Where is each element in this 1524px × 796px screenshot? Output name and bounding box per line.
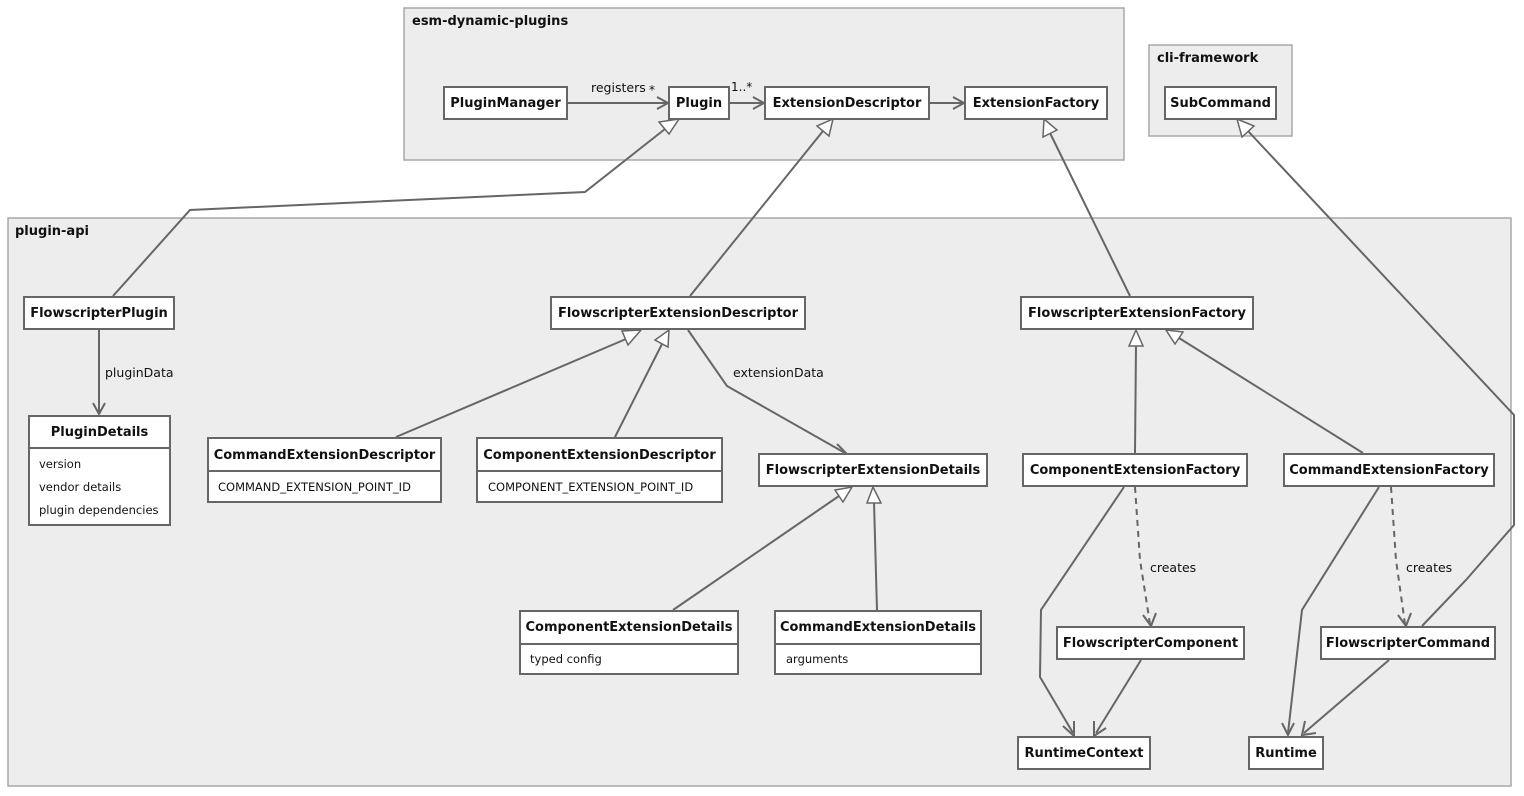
class-command-extension-factory: CommandExtensionFactory <box>1283 453 1495 487</box>
edge-inherit-extension-factory <box>1042 117 1131 297</box>
edge-inherit-plugin <box>112 118 681 297</box>
class-component-extension-details: ComponentExtensionDetails typed config <box>519 610 739 675</box>
class-flowscripter-plugin: FlowscripterPlugin <box>23 296 175 330</box>
package-label: plugin-api <box>15 224 89 239</box>
class-runtime-context: RuntimeContext <box>1017 736 1151 770</box>
class-name: ComponentExtensionFactory <box>1030 463 1241 478</box>
edges: registers * 1..* <box>92 80 1515 739</box>
edge-inherit-extension-descriptor <box>689 117 835 297</box>
class-name: Plugin <box>676 96 722 111</box>
class-flowscripter-component: FlowscripterComponent <box>1056 626 1245 660</box>
edge-inherit-component-descriptor <box>614 328 670 438</box>
class-name: ExtensionDescriptor <box>773 96 922 111</box>
class-command-extension-descriptor: CommandExtensionDescriptor COMMAND_EXTEN… <box>207 437 442 503</box>
class-flowscripter-extension-factory: FlowscripterExtensionFactory <box>1020 296 1254 330</box>
edge-label-creates: creates <box>1150 560 1196 575</box>
class-name: CommandExtensionDescriptor <box>214 448 436 463</box>
class-attribute: typed config <box>530 652 602 666</box>
class-name: CommandExtensionFactory <box>1289 463 1489 478</box>
class-extension-descriptor: ExtensionDescriptor <box>764 86 930 120</box>
class-name: SubCommand <box>1170 96 1271 111</box>
multiplicity-label: * <box>649 83 655 97</box>
class-name: ComponentExtensionDetails <box>526 620 733 635</box>
package-label: cli-framework <box>1157 51 1259 66</box>
class-name: ExtensionFactory <box>973 96 1100 111</box>
edge-inherit-component-details <box>672 485 854 611</box>
class-sub-command: SubCommand <box>1164 86 1277 120</box>
class-plugin: Plugin <box>668 86 730 120</box>
package-esm-dynamic-plugins: esm-dynamic-plugins <box>403 7 1125 161</box>
class-extension-factory: ExtensionFactory <box>964 86 1108 120</box>
class-component-extension-factory: ComponentExtensionFactory <box>1022 453 1248 487</box>
class-flowscripter-command: FlowscripterCommand <box>1320 626 1496 660</box>
class-name: FlowscripterExtensionFactory <box>1028 306 1246 321</box>
edge-inherit-component-factory <box>1127 328 1145 454</box>
class-name: FlowscripterExtensionDescriptor <box>558 306 799 321</box>
class-name: Runtime <box>1255 746 1317 761</box>
class-attribute: plugin dependencies <box>39 503 159 517</box>
edge-label-extension-data: extensionData <box>733 365 824 380</box>
edge-command-runtime <box>1300 659 1390 737</box>
class-plugin-details: PluginDetails version vendor details plu… <box>28 415 171 526</box>
class-attribute: COMMAND_EXTENSION_POINT_ID <box>218 480 411 494</box>
edge-label-plugin-data: pluginData <box>105 365 174 380</box>
class-component-extension-descriptor: ComponentExtensionDescriptor COMPONENT_E… <box>476 437 723 503</box>
class-name: CommandExtensionDetails <box>780 620 976 635</box>
package-label: esm-dynamic-plugins <box>412 14 568 29</box>
class-plugin-manager: PluginManager <box>443 86 568 120</box>
class-name: RuntimeContext <box>1025 746 1144 761</box>
class-attribute: arguments <box>786 652 848 666</box>
edge-inherit-command-factory <box>1164 329 1364 454</box>
class-name: FlowscripterPlugin <box>30 306 168 321</box>
class-name: FlowscripterCommand <box>1326 636 1490 651</box>
edge-inherit-command-descriptor <box>395 329 643 438</box>
class-command-extension-details: CommandExtensionDetails arguments <box>774 610 982 675</box>
class-name: FlowscripterExtensionDetails <box>766 463 981 478</box>
class-attribute: COMPONENT_EXTENSION_POINT_ID <box>488 480 693 494</box>
class-runtime: Runtime <box>1248 736 1324 770</box>
edge-inherit-command-details <box>865 485 883 611</box>
class-name: PluginDetails <box>51 425 149 440</box>
class-flowscripter-extension-details: FlowscripterExtensionDetails <box>758 453 988 487</box>
class-name: ComponentExtensionDescriptor <box>483 448 716 463</box>
edge-inherit-subcommand <box>1235 117 1515 627</box>
multiplicity-label: 1..* <box>731 80 752 94</box>
class-flowscripter-extension-descriptor: FlowscripterExtensionDescriptor <box>550 296 806 330</box>
class-attribute: vendor details <box>39 480 121 494</box>
class-name: PluginManager <box>450 96 561 111</box>
edge-plugin-data: pluginData <box>92 330 174 417</box>
edge-label-creates: creates <box>1406 560 1452 575</box>
edge-label-registers: registers <box>591 80 646 95</box>
class-name: FlowscripterComponent <box>1063 636 1238 651</box>
edge-factory-runtime <box>1281 486 1380 738</box>
class-attribute: version <box>39 457 81 471</box>
